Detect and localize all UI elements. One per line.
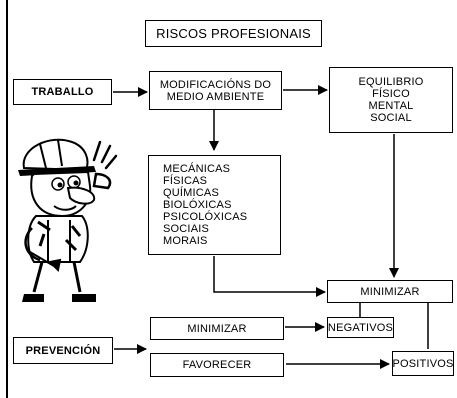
node-riscos-list: MECÁNICAS FÍSICAS QUÍMICAS BIOLÓXICAS PS… bbox=[148, 155, 281, 255]
risk-item: SOCIAIS bbox=[163, 223, 210, 235]
risk-item: BIOLÓXICAS bbox=[163, 199, 232, 211]
equilibrio-line-3: MENTAL bbox=[368, 100, 414, 112]
risk-item: QUÍMICAS bbox=[163, 187, 219, 199]
cartoon-worker-icon bbox=[18, 138, 118, 302]
diagram-title: RISCOS PROFESIONAIS bbox=[145, 20, 322, 47]
node-prevencion: PREVENCIÓN bbox=[13, 337, 113, 364]
equilibrio-line-2: FÍSICO bbox=[372, 88, 410, 100]
node-positivos: POSITIVOS bbox=[392, 351, 454, 376]
page-border bbox=[6, 0, 8, 398]
equilibrio-line-4: SOCIAL bbox=[370, 112, 412, 124]
node-minimizar: MINIMIZAR bbox=[150, 317, 284, 340]
node-equilibrio: EQUILIBRIO FÍSICO MENTAL SOCIAL bbox=[329, 67, 453, 133]
node-favorecer: FAVORECER bbox=[150, 353, 284, 377]
node-modificacions-line-1: MODIFICACIÓNS DO bbox=[159, 78, 272, 91]
equilibrio-line-1: EQUILIBRIO bbox=[358, 76, 424, 88]
node-negativos: NEGATIVOS bbox=[327, 317, 394, 338]
node-minimizar-top: MINIMIZAR bbox=[327, 280, 453, 303]
node-modificacions: MODIFICACIÓNS DO MEDIO AMBIENTE bbox=[149, 71, 282, 110]
risk-item: MECÁNICAS bbox=[163, 163, 231, 175]
risk-item: FÍSICAS bbox=[163, 175, 208, 187]
arrow-riscos-minimizar bbox=[213, 256, 326, 297]
node-modificacions-line-2: MEDIO AMBIENTE bbox=[166, 90, 265, 103]
node-traballo: TRABALLO bbox=[13, 79, 112, 105]
risk-item: MORAIS bbox=[163, 235, 208, 247]
risk-item: PSICOLÓXICAS bbox=[163, 211, 248, 223]
